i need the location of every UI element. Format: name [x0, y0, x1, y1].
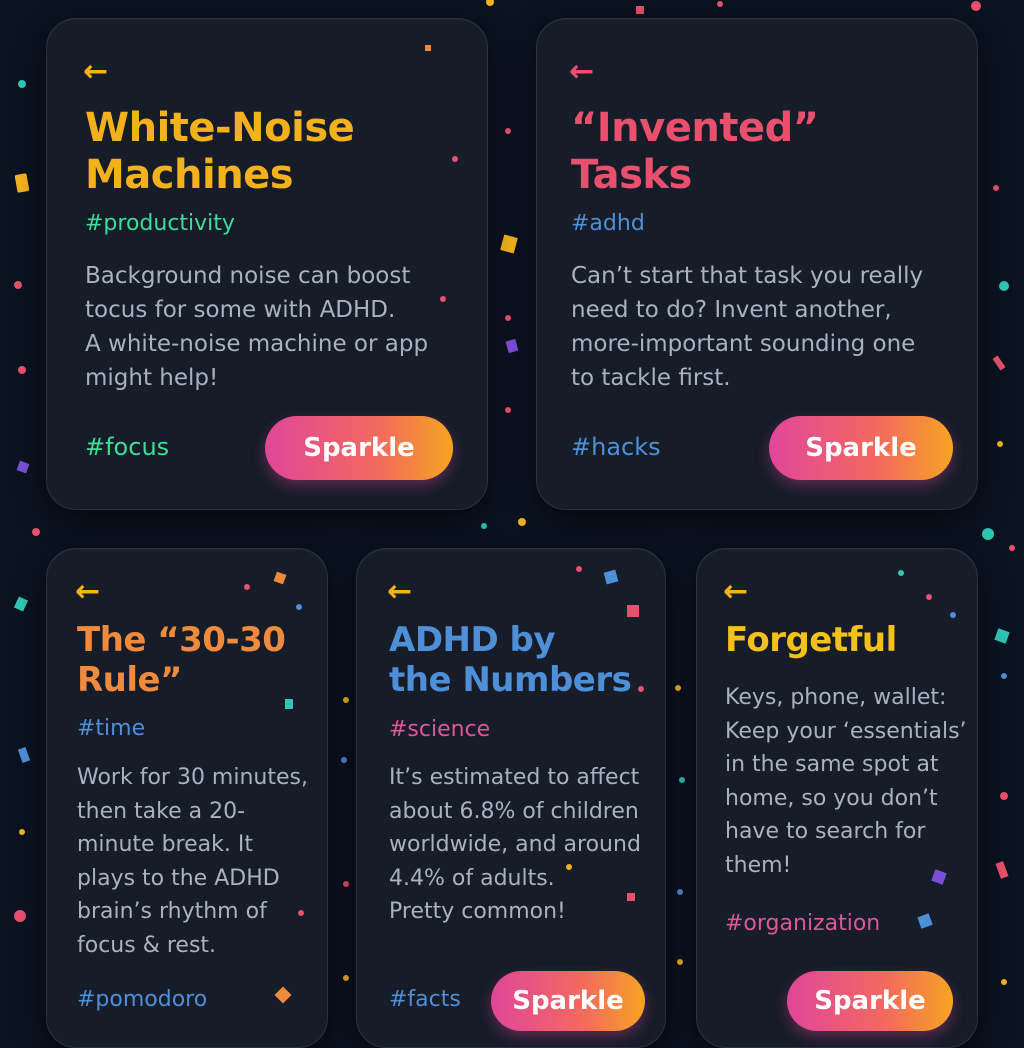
sparkle-button[interactable]: Sparkle — [265, 416, 453, 480]
card-tag[interactable]: #science — [389, 717, 491, 742]
arrow-left-icon[interactable]: ← — [723, 574, 749, 609]
card-body: Background noise can boost tocus for som… — [85, 263, 429, 391]
sparkle-button[interactable]: Sparkle — [491, 971, 645, 1031]
card-title: “Invented” Tasks — [571, 105, 819, 198]
sparkle-button[interactable]: Sparkle — [769, 416, 953, 480]
card-footer-tag[interactable]: #pomodoro — [77, 987, 208, 1012]
card-30-30-rule: ← The “30-30 Rule” #time Work for 30 min… — [46, 548, 328, 1048]
arrow-left-icon[interactable]: ← — [569, 54, 595, 89]
card-footer-tag[interactable]: #focus — [85, 433, 170, 461]
card-tag[interactable]: #adhd — [571, 211, 645, 236]
card-body: Keys, phone, wallet: Keep your ‘essentia… — [725, 685, 967, 878]
card-body: Can’t start that task you really need to… — [571, 263, 924, 391]
card-title: The “30-30 Rule” — [77, 620, 286, 700]
arrow-left-icon[interactable]: ← — [83, 54, 109, 89]
arrow-left-icon[interactable]: ← — [387, 574, 413, 609]
card-title: White-Noise Machines — [85, 105, 355, 198]
card-white-noise: ← White-Noise Machines #productivity Bac… — [46, 18, 488, 510]
card-invented-tasks: ← “Invented” Tasks #adhd Can’t start tha… — [536, 18, 978, 510]
card-tag[interactable]: #time — [77, 716, 146, 741]
card-title: Forgetful — [725, 620, 897, 660]
card-footer-tag[interactable]: #organization — [725, 911, 881, 936]
card-title: ADHD by the Numbers — [389, 620, 632, 700]
arrow-left-icon[interactable]: ← — [75, 574, 101, 609]
card-adhd-numbers: ← ADHD by the Numbers #science It’s esti… — [356, 548, 666, 1048]
card-footer-tag[interactable]: #hacks — [571, 433, 661, 461]
card-body: It’s estimated to affect about 6.8% of c… — [389, 765, 641, 924]
card-footer-tag[interactable]: #facts — [389, 987, 461, 1012]
card-body: Work for 30 minutes, then take a 20- min… — [77, 765, 308, 958]
card-tag[interactable]: #productivity — [85, 211, 235, 236]
card-forgetful: ← Forgetful Keys, phone, wallet: Keep yo… — [696, 548, 978, 1048]
sparkle-button[interactable]: Sparkle — [787, 971, 953, 1031]
